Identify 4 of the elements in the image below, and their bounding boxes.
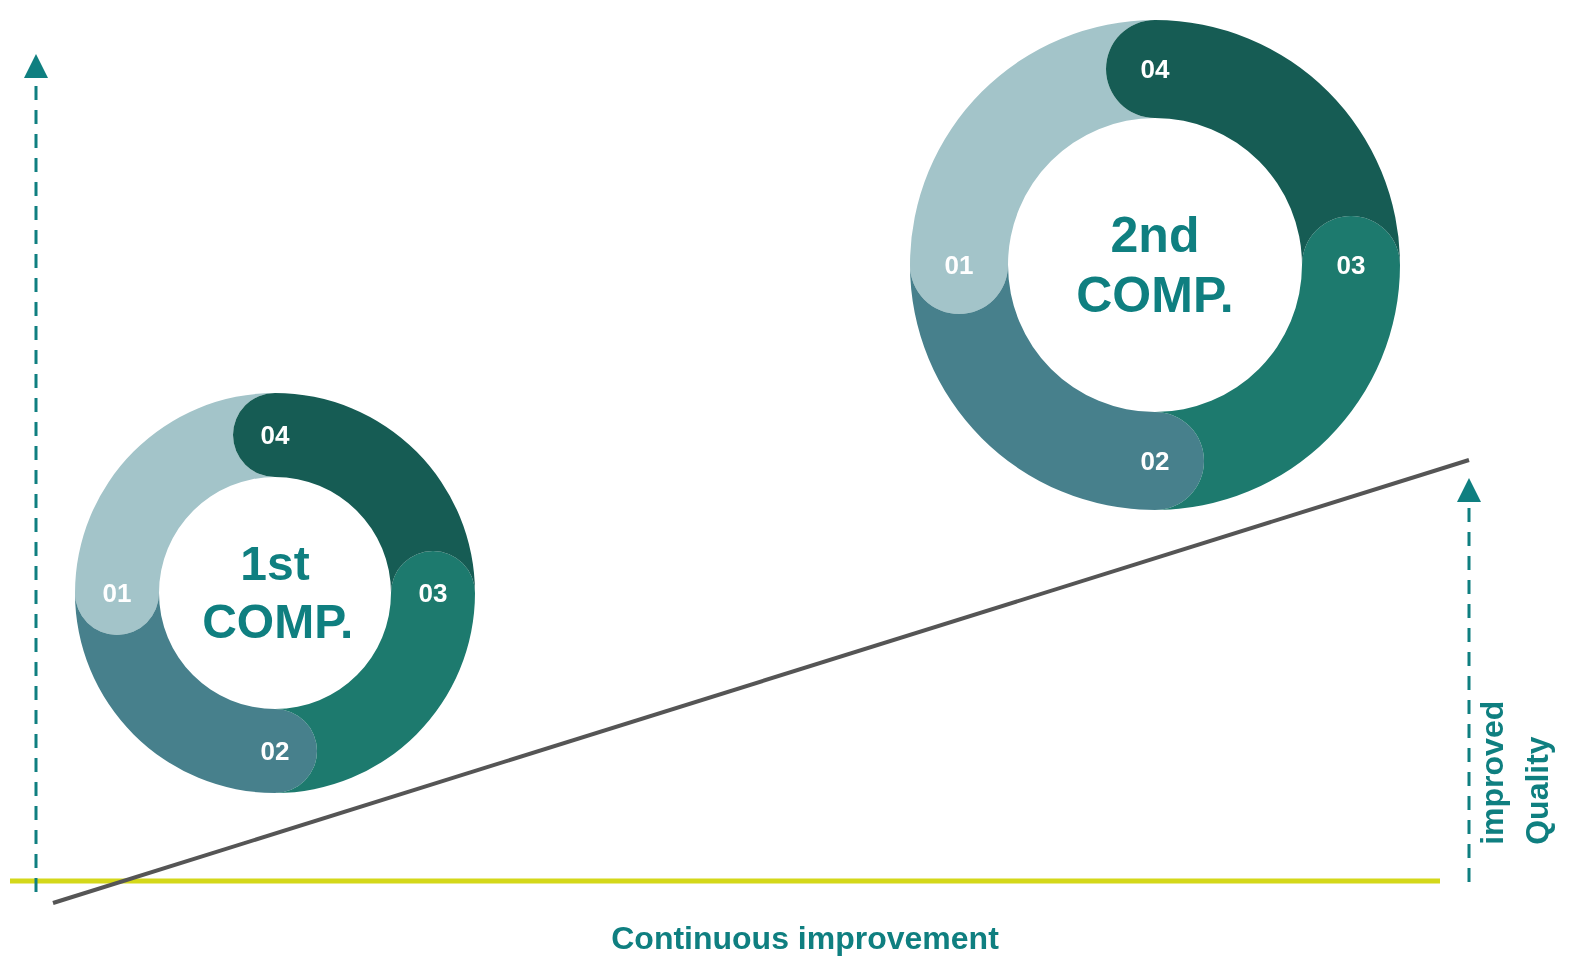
ring-center-title: 1st COMP. bbox=[202, 536, 348, 650]
axis-label: improved Quality bbox=[1473, 699, 1556, 845]
ring-center-title: 2nd COMP. bbox=[1075, 206, 1235, 325]
axis-label: Continuous improvement bbox=[611, 920, 999, 957]
